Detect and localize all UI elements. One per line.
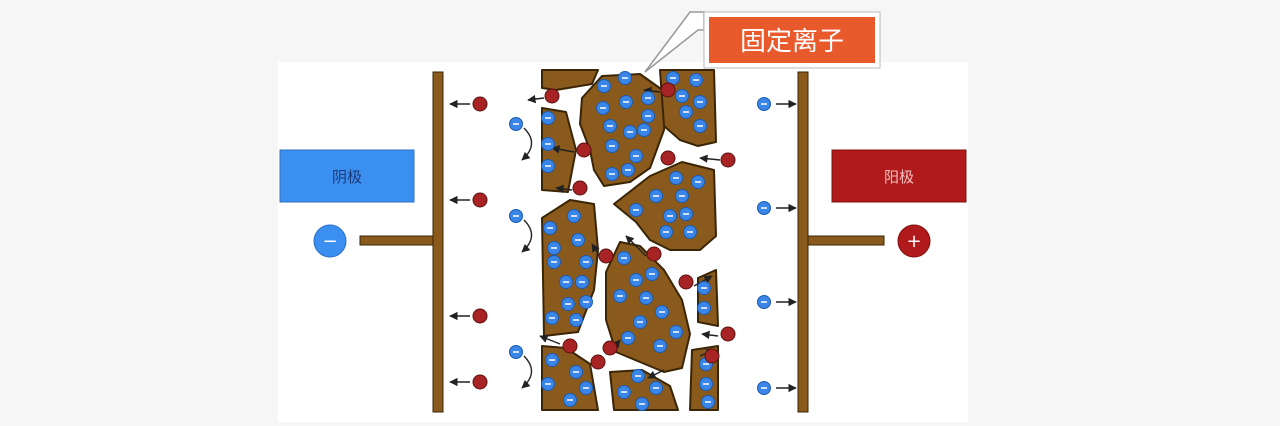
arrow-icon (643, 86, 661, 96)
negative-terminal-icon (313, 224, 347, 258)
cathode-label: 阴极 (332, 168, 362, 186)
cathode-box (279, 149, 415, 203)
mobile-cation (646, 246, 662, 262)
anode-box (831, 149, 967, 203)
mobile-cation (572, 180, 588, 196)
mobile-cation (720, 152, 736, 168)
positive-terminal-icon (897, 224, 931, 258)
anode-label: 阳极 (884, 168, 914, 186)
curved-arrow-icon (521, 355, 533, 389)
arrow-icon (539, 334, 561, 345)
mobile-cation (544, 88, 560, 104)
cathode-group: 阴极 − (279, 71, 444, 413)
anode-group: 阳极 + (797, 71, 967, 413)
mobile-cation (678, 274, 694, 290)
arrow-icon (693, 275, 713, 287)
mobile-cation (472, 192, 488, 208)
mobile-cation (472, 308, 488, 324)
mobile-cation (472, 374, 488, 390)
mobile-cation (598, 248, 614, 264)
mobile-cation (704, 348, 720, 364)
arrow-icon (555, 184, 573, 194)
fixed-ion-callout: 固定离子 (644, 11, 881, 73)
resin-particle (541, 69, 599, 91)
mobile-cation (720, 326, 736, 342)
mobile-cation (472, 96, 488, 112)
mobile-cation (660, 82, 676, 98)
mobile-cation (576, 142, 592, 158)
anode-lead (807, 235, 885, 246)
arrow-icon (647, 369, 665, 379)
arrow-icon (625, 235, 647, 257)
callout-label: 固定离子 (740, 27, 844, 57)
curved-arrow-icon (521, 219, 533, 253)
mobile-cation (660, 150, 676, 166)
cathode-lead (359, 235, 439, 246)
anode-plate (797, 71, 809, 413)
arrow-icon (551, 145, 575, 154)
arrow-icon (699, 154, 721, 163)
ions (472, 71, 771, 411)
callout-box (709, 17, 875, 63)
anode-sign: + (906, 231, 921, 252)
mobile-cation (562, 338, 578, 354)
mobile-cation (590, 354, 606, 370)
cathode-sign: − (322, 231, 337, 252)
cathode-plate (432, 71, 444, 413)
curved-arrow-icon (521, 127, 533, 161)
arrow-icon (527, 94, 545, 104)
mobile-cation (602, 340, 618, 356)
arrow-icon (701, 330, 719, 340)
